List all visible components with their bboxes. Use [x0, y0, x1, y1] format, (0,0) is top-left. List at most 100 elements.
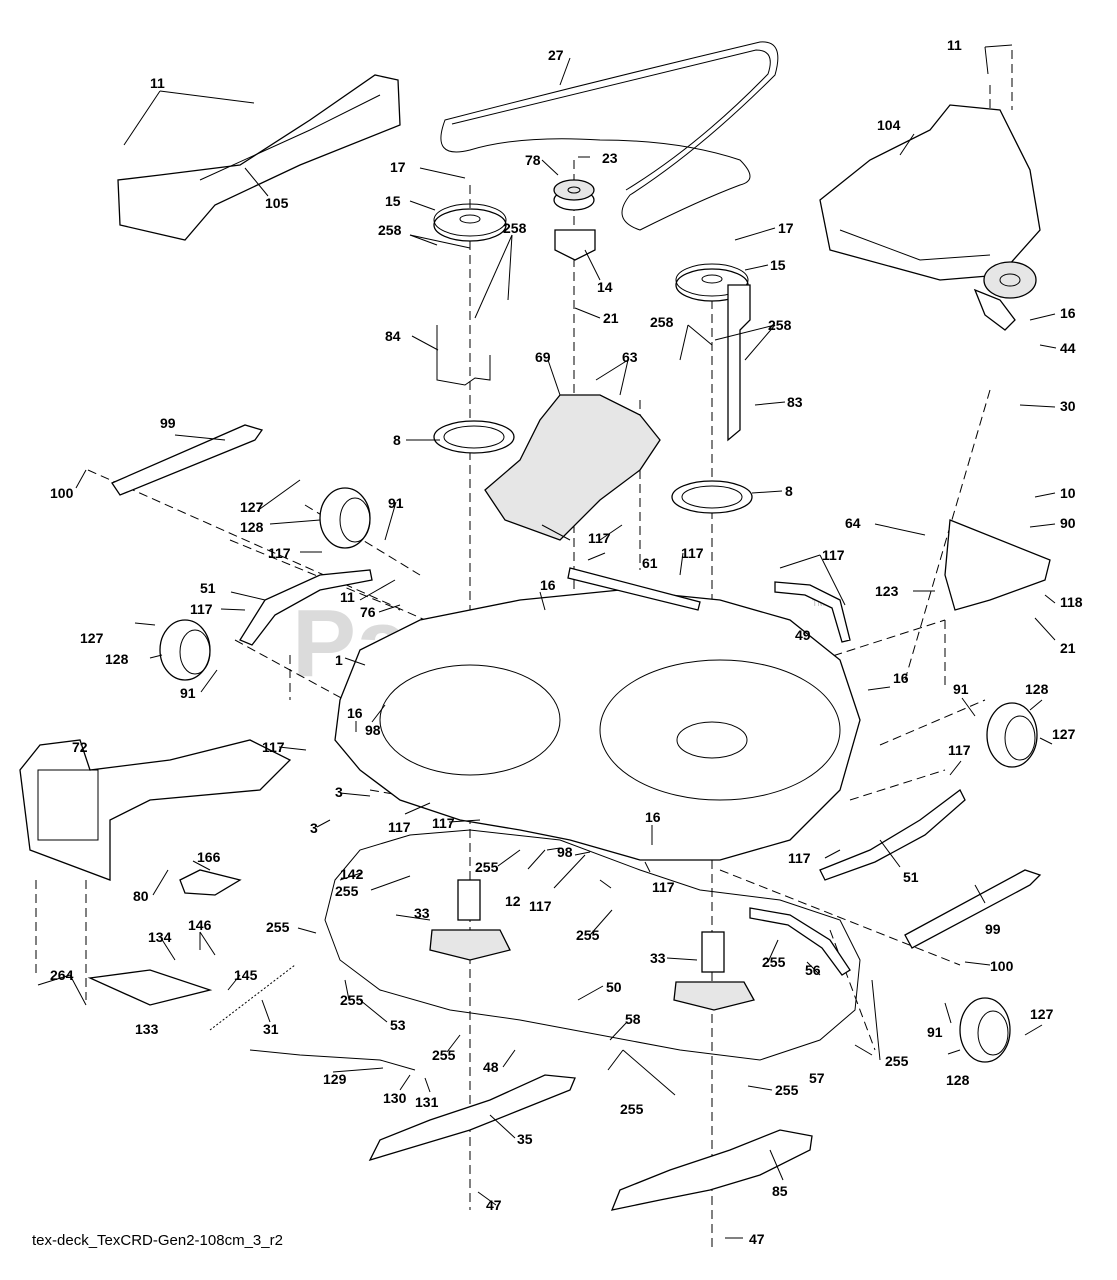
rod-84-shape	[436, 325, 491, 386]
idler-78-shape	[553, 179, 595, 211]
label-128: 128	[1025, 681, 1049, 697]
blade-35-shape	[368, 1074, 576, 1162]
label-118: 118	[1060, 594, 1083, 610]
label-44: 44	[1060, 340, 1076, 356]
label-255: 255	[762, 954, 786, 970]
label-3: 3	[310, 820, 318, 836]
label-91: 91	[180, 685, 196, 701]
label-15: 15	[385, 193, 401, 209]
label-16: 16	[893, 670, 909, 686]
label-83: 83	[787, 394, 803, 410]
label-128: 128	[946, 1072, 970, 1088]
label-117: 117	[652, 879, 675, 895]
diagram-caption: tex-deck_TexCRD-Gen2-108cm_3_r2	[32, 1232, 283, 1249]
label-117: 117	[529, 898, 552, 914]
label-128: 128	[105, 651, 129, 667]
label-127: 127	[1030, 1006, 1054, 1022]
idler-44-shape	[983, 261, 1037, 299]
label-131: 131	[415, 1094, 439, 1110]
label-47: 47	[486, 1197, 502, 1213]
label-16: 16	[645, 809, 661, 825]
label-117: 117	[190, 601, 213, 617]
label-117: 117	[681, 545, 704, 561]
label-11: 11	[947, 37, 962, 53]
label-58: 58	[625, 1011, 641, 1027]
label-64: 64	[845, 515, 861, 531]
label-90: 90	[1060, 515, 1076, 531]
label-16: 16	[540, 577, 556, 593]
label-11: 11	[150, 75, 165, 91]
label-17: 17	[390, 159, 406, 175]
label-100: 100	[990, 958, 1014, 974]
belt-guard-104-shape	[819, 104, 1041, 281]
watermark-trademark: TM	[812, 598, 825, 608]
label-21: 21	[603, 310, 619, 326]
label-16: 16	[347, 705, 363, 721]
label-80: 80	[133, 888, 149, 904]
label-127: 127	[240, 499, 264, 515]
arm-56-shape	[749, 907, 851, 976]
label-10: 10	[1060, 485, 1076, 501]
leader-lines	[37, 44, 1057, 1239]
label-134: 134	[148, 929, 172, 945]
label-255: 255	[266, 919, 290, 935]
bracket-83-shape	[727, 284, 751, 442]
label-128: 128	[240, 519, 264, 535]
spindle-33-left-shape	[429, 879, 511, 961]
label-255: 255	[340, 992, 364, 1008]
label-76: 76	[360, 604, 376, 620]
label-130: 130	[383, 1090, 407, 1106]
deflector-72-shape	[19, 739, 292, 881]
label-72: 72	[72, 739, 88, 755]
label-258: 258	[768, 317, 792, 333]
wheel-128-d-shape	[959, 997, 1011, 1063]
label-17: 17	[778, 220, 794, 236]
label-57: 57	[809, 1070, 825, 1086]
label-15: 15	[770, 257, 786, 273]
label-53: 53	[390, 1017, 406, 1033]
label-49: 49	[795, 627, 811, 643]
wheel-128-c-shape	[986, 702, 1038, 768]
label-255: 255	[475, 859, 499, 875]
label-51: 51	[200, 580, 216, 596]
label-133: 133	[135, 1021, 159, 1037]
label-117: 117	[588, 530, 611, 546]
label-14: 14	[597, 279, 613, 295]
label-166: 166	[197, 849, 221, 865]
label-51: 51	[903, 869, 919, 885]
bracket-14-shape	[554, 229, 596, 261]
part-shapes	[19, 41, 1051, 1211]
label-100: 100	[50, 485, 74, 501]
arm-51-right-shape	[819, 789, 966, 881]
label-12: 12	[505, 893, 521, 909]
label-117: 117	[268, 545, 291, 561]
label-35: 35	[517, 1131, 533, 1147]
wheel-128-a-shape	[319, 487, 371, 549]
bracket-30-shape	[973, 288, 1016, 331]
label-117: 117	[262, 739, 285, 755]
label-145: 145	[234, 967, 258, 983]
label-99: 99	[985, 921, 1001, 937]
label-85: 85	[772, 1183, 788, 1199]
arm-99-upper-shape	[111, 424, 264, 496]
pulley-15-left-shape	[433, 203, 507, 242]
label-146: 146	[188, 917, 212, 933]
label-117: 117	[948, 742, 971, 758]
label-255: 255	[335, 883, 359, 899]
label-21: 21	[1060, 640, 1076, 656]
chute-69-shape	[484, 394, 661, 541]
arm-99-lower-shape	[904, 869, 1042, 949]
label-33: 33	[650, 950, 666, 966]
label-56: 56	[805, 962, 821, 978]
label-48: 48	[483, 1059, 499, 1075]
wheel-128-b-shape	[159, 619, 211, 681]
label-127: 127	[1052, 726, 1076, 742]
label-258: 258	[650, 314, 674, 330]
label-8: 8	[785, 483, 793, 499]
label-30: 30	[1060, 398, 1076, 414]
label-8: 8	[393, 432, 401, 448]
bracket-118-shape	[944, 519, 1051, 611]
label-99: 99	[160, 415, 176, 431]
label-27: 27	[548, 47, 564, 63]
